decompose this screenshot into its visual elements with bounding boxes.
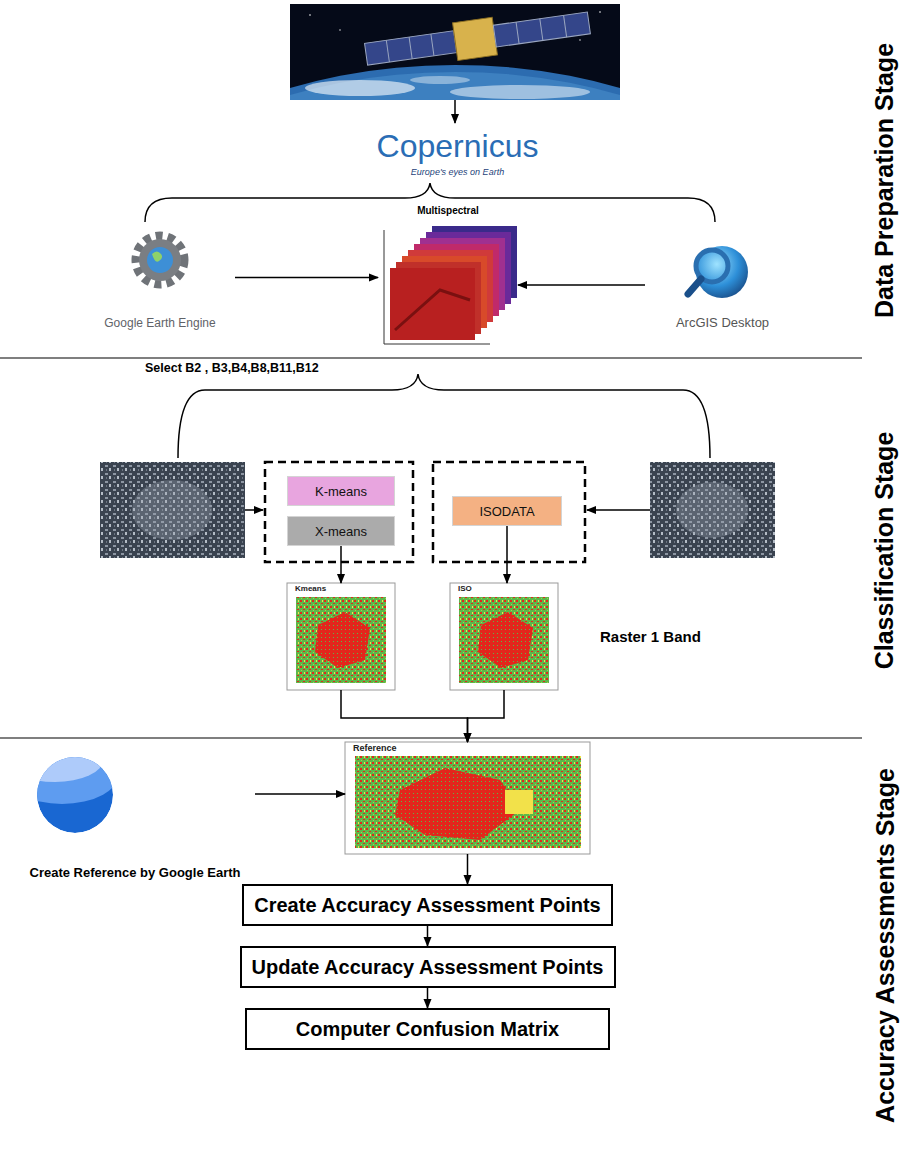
method-box: ISODATA — [452, 496, 562, 526]
flow-arrow — [340, 546, 342, 583]
flow-arrow — [427, 988, 429, 1008]
raster-map: ISO — [450, 583, 558, 690]
node-text: K-means — [315, 484, 367, 499]
node-text: ArcGIS Desktop — [676, 315, 769, 330]
flow-arrow — [468, 690, 505, 742]
reference-map: Reference — [345, 742, 590, 854]
node-text: Multispectral — [417, 205, 479, 216]
logo-node: ArcGIS Desktop — [645, 240, 800, 330]
node-text: Google Earth Engine — [104, 316, 215, 330]
data-stack: Multispectral — [378, 205, 518, 345]
node-text: Europe's eyes on Earth — [411, 167, 504, 177]
node-text: Create Reference by Google Earth — [30, 865, 241, 880]
flow-arrow — [235, 277, 378, 279]
node-text: Create Accuracy Assessment Points — [254, 894, 600, 917]
logo-node: Create Reference by Google Earth — [15, 752, 255, 880]
logo-node: CopernicusEurope's eyes on Earth — [355, 125, 560, 180]
flow-arrow — [427, 926, 429, 946]
flow-arrow — [255, 793, 345, 795]
process-box: Update Accuracy Assessment Points — [240, 946, 616, 988]
node-text: Kmeans — [293, 584, 328, 593]
flow-arrow — [518, 284, 645, 286]
stage-label: Accuracy Assessments Stage — [870, 768, 899, 1123]
node-text: Computer Confusion Matrix — [296, 1018, 559, 1041]
raster-map: Kmeans — [287, 583, 395, 690]
logo-node: Google Earth Engine — [85, 225, 235, 330]
stage-label: Classification Stage — [870, 431, 899, 669]
output-note: Raster 1 Band — [600, 628, 701, 645]
node-text: ISODATA — [479, 504, 534, 519]
flow-arrow — [341, 690, 468, 742]
band-note: Select B2 , B3,B4,B8,B11,B12 — [145, 361, 319, 375]
stage-label: Data Preparation Stage — [871, 42, 900, 317]
flow-arrow — [506, 526, 508, 583]
method-box: X-means — [287, 516, 395, 546]
process-box: Computer Confusion Matrix — [245, 1008, 610, 1050]
process-box: Create Accuracy Assessment Points — [242, 884, 613, 926]
node-text: Copernicus — [377, 128, 539, 165]
node-text: Update Accuracy Assessment Points — [252, 956, 604, 979]
node-text: ISO — [456, 584, 474, 593]
method-box: K-means — [287, 476, 395, 506]
flow-arrow — [467, 854, 469, 884]
node-text: Reference — [351, 743, 399, 753]
node-text: X-means — [315, 524, 367, 539]
